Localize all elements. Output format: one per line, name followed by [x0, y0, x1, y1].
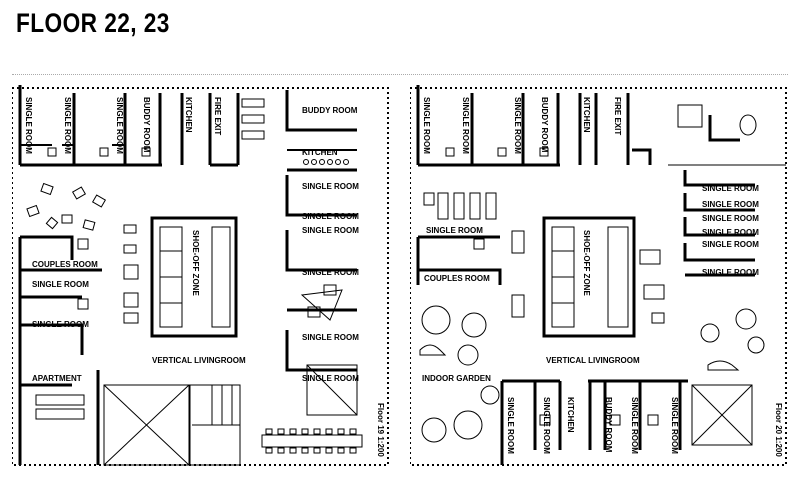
room-label-single-r1: SINGLE ROOM — [302, 182, 359, 191]
room-label-single-r1: SINGLE ROOM — [702, 184, 759, 193]
room-label-single-1: SINGLE ROOM — [24, 97, 33, 154]
room-label-kitchen-2: KITCHEN — [302, 148, 338, 157]
room-label-couples: COUPLES ROOM — [32, 260, 98, 269]
scale-caption: Floor 19 1:200 — [376, 403, 385, 457]
room-label-single-1: SINGLE ROOM — [422, 97, 431, 154]
room-label-single-l1: SINGLE ROOM — [32, 280, 89, 289]
floor-plan-right: SINGLE ROOM SINGLE ROOM SINGLE ROOM BUDD… — [410, 85, 788, 468]
room-label-single-3: SINGLE ROOM — [513, 97, 522, 154]
room-label-single-2: SINGLE ROOM — [63, 97, 72, 154]
lounge-furniture — [26, 182, 107, 231]
shoe-off-zone-label: SHOE-OFF ZONE — [582, 230, 591, 296]
room-label-single-b3: SINGLE ROOM — [630, 397, 639, 454]
left-rooms — [416, 235, 502, 285]
room-label-single-r2: SINGLE ROOM — [702, 200, 759, 209]
room-label-single-r6: SINGLE ROOM — [702, 268, 759, 277]
shoe-off-zone-label: SHOE-OFF ZONE — [191, 230, 200, 296]
vertical-livingroom-label: VERTICAL LIVINGROOM — [152, 356, 246, 365]
divider — [12, 74, 788, 75]
room-label-buddy-2: BUDDY ROOM — [302, 106, 358, 115]
core — [542, 216, 665, 338]
top-rooms — [18, 85, 265, 167]
room-label-buddy-1: BUDDY ROOM — [540, 97, 549, 153]
voids — [103, 364, 358, 466]
room-label-single-r2: SINGLE ROOM — [302, 212, 359, 221]
room-label-single-l2: SINGLE ROOM — [32, 320, 89, 329]
room-label-fire-exit: FIRE EXIT — [213, 97, 222, 135]
room-label-fire-exit: FIRE EXIT — [613, 97, 622, 135]
scale-caption: Floor 20 1:200 — [774, 403, 783, 457]
room-label-buddy-1: BUDDY ROOM — [142, 97, 151, 153]
bottom-rooms — [500, 379, 688, 465]
lounge-chairs — [423, 192, 497, 220]
page-title: FLOOR 22, 23 — [16, 8, 170, 38]
room-label-apartment: APARTMENT — [32, 374, 82, 383]
room-label-single-b2: SINGLE ROOM — [542, 397, 551, 454]
room-label-single-r3: SINGLE ROOM — [302, 226, 359, 235]
floor-plan-left: SINGLE ROOM SINGLE ROOM SINGLE ROOM BUDD… — [12, 85, 390, 468]
room-label-single-r5: SINGLE ROOM — [302, 333, 359, 342]
room-label-single-r5: SINGLE ROOM — [702, 240, 759, 249]
dining-table — [261, 428, 363, 454]
core — [123, 216, 238, 338]
building-outline — [410, 87, 787, 466]
room-label-kitchen: KITCHEN — [184, 97, 193, 133]
room-label-single-b1: SINGLE ROOM — [506, 397, 515, 454]
vertical-livingroom-label: VERTICAL LIVINGROOM — [546, 356, 640, 365]
room-label-couples: COUPLES ROOM — [424, 274, 490, 283]
room-label-kitchen: KITCHEN — [582, 97, 591, 133]
lounge-right — [300, 284, 343, 321]
right-rooms — [683, 170, 755, 277]
indoor-garden-trees — [419, 305, 765, 443]
room-label-single-r6: SINGLE ROOM — [302, 374, 359, 383]
room-label-single-l1: SINGLE ROOM — [426, 226, 483, 235]
room-label-single-r3: SINGLE ROOM — [702, 214, 759, 223]
room-label-buddy-b: BUDDY ROOM — [604, 397, 613, 453]
room-label-single-2: SINGLE ROOM — [461, 97, 470, 154]
room-label-single-r4: SINGLE ROOM — [302, 268, 359, 277]
indoor-garden-label: INDOOR GARDEN — [422, 374, 491, 383]
room-label-single-r4: SINGLE ROOM — [702, 228, 759, 237]
room-label-single-b4: SINGLE ROOM — [670, 397, 679, 454]
left-rooms — [18, 235, 102, 465]
right-rooms — [285, 90, 357, 372]
room-label-kitchen-b: KITCHEN — [566, 397, 575, 433]
kitchen-stools — [303, 159, 349, 165]
top-rooms — [416, 85, 786, 167]
room-label-single-3: SINGLE ROOM — [115, 97, 124, 154]
